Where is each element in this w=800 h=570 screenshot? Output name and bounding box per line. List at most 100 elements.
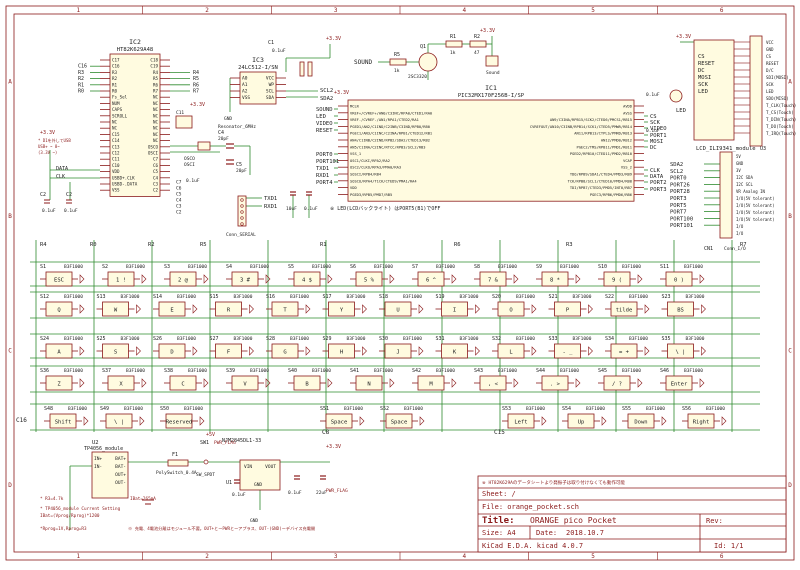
key-ref: S26 xyxy=(153,336,162,342)
resistor-r5 xyxy=(389,58,407,66)
ic1-pin-label: AN11/RPB13/CTPLS/PMRD/RB13 xyxy=(574,132,632,136)
cn2-net-label: CS xyxy=(698,54,705,60)
key-ref: S24 xyxy=(40,336,49,342)
ic1-value: PIC32MX170F256B-I/SP xyxy=(458,93,525,99)
key-ref: S33 xyxy=(549,336,558,342)
serial-net-label: RXD1 xyxy=(264,204,277,210)
ic2-pin-label: C5 xyxy=(153,169,159,174)
switch-contact xyxy=(203,459,209,465)
ic1-pin-label: TCK/RPB8/SCL1/CTED10/PMD4/RB8 xyxy=(568,179,632,183)
key-cap-label: BS xyxy=(677,308,684,314)
cap-value: 0.1uF xyxy=(42,208,56,214)
key-value: B3F1000 xyxy=(188,264,207,270)
frame-row-C: C xyxy=(8,347,12,354)
ic2-pin-label: C3 xyxy=(153,182,159,187)
conn-pin xyxy=(240,222,244,226)
cap-value: 22uF xyxy=(316,490,327,496)
ic1-right-net-label: SCK xyxy=(650,120,661,126)
ic1: IC1PIC32MX170F256B-I/SPMCLRVREF+/CVREF+/… xyxy=(338,84,644,202)
key-diode xyxy=(203,378,209,388)
cn2-net-label: LED xyxy=(698,89,708,95)
key-value: B3F1000 xyxy=(374,368,393,374)
key-value: B3F1000 xyxy=(684,368,703,374)
key-cap-label: ESC xyxy=(54,278,64,284)
ic1-pin-label: PGEC3/RPB6/PMD6/RB6 xyxy=(590,193,632,197)
ic1-pin-label: VREF+/CVREF+/AN0/C3INC/RPA0/CTED1/RA0 xyxy=(350,111,432,115)
frame-col-bottom-3: 3 xyxy=(334,553,338,560)
ic1-pin-label: PGED1/AN2/C1IND/C2INB/C3IND/RPB0/RB0 xyxy=(350,125,430,129)
ic2-pin-label: NC xyxy=(153,126,159,131)
cn1-pin-label: I2C SDA xyxy=(736,175,753,180)
resistor-r4 xyxy=(307,61,313,77)
key-cap-label: Shift xyxy=(55,420,72,426)
conn-pin xyxy=(240,210,244,214)
ic3-pin-label: VCC xyxy=(266,76,274,82)
led-note: ※ LED(LCDバックライト) はPORT5(B1)でOFF xyxy=(330,206,440,212)
ic1-body xyxy=(347,99,635,202)
cn2-net-label: RESET xyxy=(698,61,715,67)
key-cap-label: M xyxy=(429,382,433,388)
key-diode xyxy=(513,378,519,388)
cn2-body xyxy=(693,39,735,141)
key-ref: S18 xyxy=(379,294,388,300)
ic2-net-label: R0 xyxy=(78,89,84,95)
ic2-net-label: C16 xyxy=(78,64,87,70)
key-ref: S30 xyxy=(379,336,388,342)
ic1-pin-label: AVDD xyxy=(623,105,632,109)
key-diode xyxy=(362,346,367,356)
key-ref: S40 xyxy=(288,368,297,374)
col-net-label: C16 xyxy=(16,417,27,424)
key-diode xyxy=(265,378,271,388)
key-ref: S28 xyxy=(266,336,275,342)
key-ref: S43 xyxy=(474,368,483,374)
cn1-net-label: SCL2 xyxy=(670,169,683,175)
key-cap-label: Enter xyxy=(671,382,688,388)
key-ref: S22 xyxy=(605,294,614,300)
ic1-net-label: PORT4 xyxy=(316,180,333,186)
ic2-pin-label: NUM xyxy=(112,101,120,106)
conn-serial: Conn_SERIAL xyxy=(226,195,256,238)
frame-row-right-B: B xyxy=(788,213,792,220)
key-diode xyxy=(79,304,85,314)
tb-date-label: Date: xyxy=(536,529,557,537)
frame-col-4: 4 xyxy=(463,7,467,14)
key-value: B3F1000 xyxy=(347,336,366,342)
key-ref: S5 xyxy=(288,264,294,270)
cn1-body xyxy=(719,151,733,239)
key-value: B3F1000 xyxy=(686,336,705,342)
ic2-pin-label: R3 xyxy=(112,70,118,75)
key-diode xyxy=(699,378,705,388)
ic1-right-net-label: DC xyxy=(650,145,657,151)
key-diode xyxy=(418,304,424,314)
gnd-label: GND xyxy=(250,518,258,524)
key-diode xyxy=(136,304,141,314)
ic2-net-label: R5 xyxy=(193,76,199,82)
frame-row-B: B xyxy=(8,213,12,220)
u3-ref: U3 xyxy=(760,146,766,152)
ic2-pin-label: C2 xyxy=(153,188,159,193)
cn2-pin-label: T_CS(Touch) xyxy=(766,110,794,115)
key-value: B3F1000 xyxy=(126,368,145,374)
title-block xyxy=(477,475,787,553)
key-diode xyxy=(389,274,395,284)
u2-note: * R3=4.7k xyxy=(40,496,64,502)
key-cap-label: Z xyxy=(57,382,61,388)
key-value: B3F1000 xyxy=(404,406,423,412)
key-diode xyxy=(644,346,650,356)
key-cap-label: U xyxy=(396,308,399,314)
frame-row-right-C: C xyxy=(788,347,792,354)
key-cap-label: Space xyxy=(331,420,348,426)
ic2-pin-label: C16 xyxy=(112,64,120,69)
ic2-net-label: R2 xyxy=(78,76,84,82)
key-diode xyxy=(699,274,705,284)
